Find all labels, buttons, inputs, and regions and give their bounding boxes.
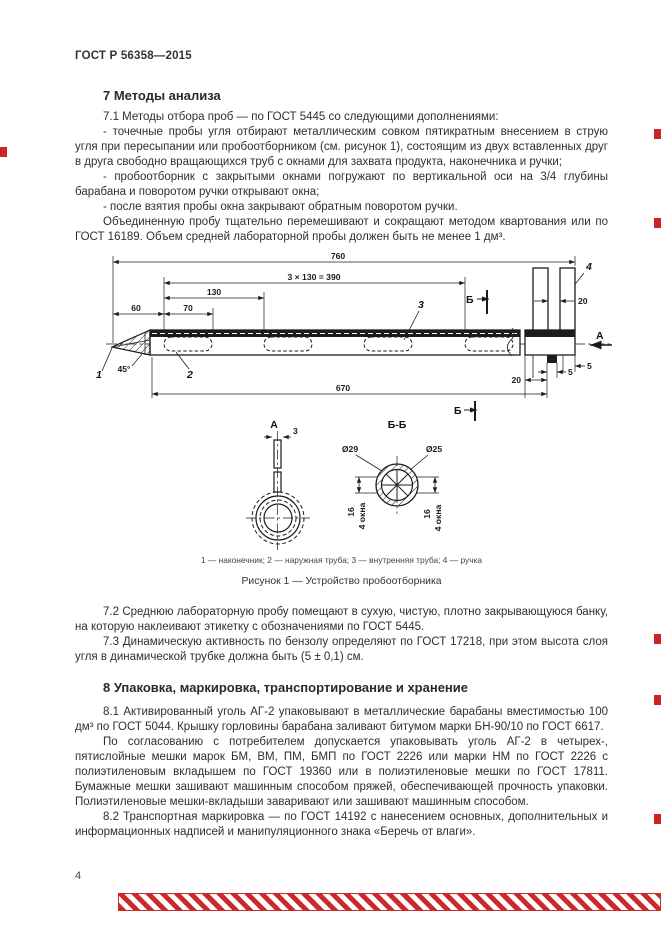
- watermark-edge-mark: [654, 634, 661, 644]
- dim-bottom-5b: 5: [587, 361, 592, 371]
- bullet-close-windows: - после взятия пробы окна закрывают обра…: [103, 201, 458, 213]
- view-a: А 3: [246, 419, 310, 550]
- svg-text:4 окна: 4 окна: [357, 502, 367, 529]
- section7-tail-block: 7.2 Среднюю лабораторную пробу помещают …: [75, 605, 608, 665]
- svg-text:Б: Б: [454, 405, 462, 417]
- section8-heading: 8 Упаковка, маркировка, транспортировани…: [103, 680, 469, 695]
- watermark-edge-mark: [654, 695, 661, 705]
- tube-break-line: [507, 327, 515, 357]
- sampler-side-view: 760 3 × 130 = 390 130 70 60 670 45°: [96, 251, 612, 421]
- part-label-2: 2: [186, 369, 193, 381]
- section-bb: Б-Б Ø29 Ø25 1: [342, 419, 443, 531]
- section8-block: 8.1 Активированный уголь АГ-2 упаковываю…: [75, 705, 608, 840]
- paragraph-8-1b: По согласованию с потребителем допускает…: [75, 736, 608, 808]
- bullet-point-sampling: - точечные пробы угля отбирают металличе…: [75, 126, 608, 168]
- section-b-mark-top: Б: [466, 290, 489, 314]
- dim-tip-offset: 60: [131, 303, 141, 313]
- svg-text:Б: Б: [466, 294, 474, 306]
- paragraph-7-1: 7.1 Методы отбора проб — по ГОСТ 5445 со…: [103, 111, 499, 123]
- section-b-mark-bottom: Б: [454, 401, 477, 421]
- dim-total-length: 760: [331, 251, 346, 261]
- paragraph-7-3: 7.3 Динамическую активность по бензолу о…: [75, 636, 608, 663]
- dim-window-length: 70: [183, 303, 193, 313]
- figure-legend: 1 — наконечник; 2 — наружная труба; 3 — …: [200, 555, 483, 565]
- part-label-1: 1: [96, 369, 102, 381]
- paragraph-7-2: 7.2 Среднюю лабораторную пробу помещают …: [75, 606, 608, 633]
- arrow-a-label: А: [596, 330, 604, 342]
- figure-caption: Рисунок 1 — Устройство пробоотборника: [241, 576, 442, 587]
- paragraph-8-2: 8.2 Транспортная маркировка — по ГОСТ 14…: [75, 811, 608, 838]
- sampler-technical-drawing: 760 3 × 130 = 390 130 70 60 670 45°: [96, 251, 612, 550]
- dim-windows-span: 3 × 130 = 390: [287, 272, 340, 282]
- dim-inner-dia: Ø25: [426, 444, 442, 454]
- watermark-edge-mark: [654, 814, 661, 824]
- section-dim-left: 16 4 окна: [346, 476, 378, 529]
- part-label-3: 3: [418, 299, 424, 311]
- paragraph-8-1a: 8.1 Активированный уголь АГ-2 упаковываю…: [75, 706, 608, 733]
- section7-intro-block: 7.1 Методы отбора проб — по ГОСТ 5445 со…: [75, 110, 608, 245]
- figure-1-drawing: 760 3 × 130 = 390 130 70 60 670 45°: [88, 250, 618, 550]
- dim-body-length: 670: [336, 383, 351, 393]
- svg-text:4 окна: 4 окна: [433, 504, 443, 531]
- dim-outer-dia: Ø29: [342, 444, 358, 454]
- watermark-edge-mark: [0, 147, 7, 157]
- dim-window-spacing: 130: [207, 287, 222, 297]
- inner-tube-top-band: [150, 330, 520, 337]
- watermark-edge-mark: [654, 129, 661, 139]
- paragraph-combined-sample: Объединенную пробу тщательно перемешиваю…: [75, 216, 608, 243]
- watermark-edge-mark: [654, 218, 661, 228]
- dim-bottom-20: 20: [511, 375, 521, 385]
- watermark-striped-bar: [118, 893, 661, 911]
- dim-bottom-5a: 5: [568, 367, 573, 377]
- bullet-sampler-immersion: - пробоотборник с закрытыми окнами погру…: [75, 171, 608, 198]
- document-header: ГОСТ Р 56358—2015: [75, 50, 192, 62]
- svg-text:16: 16: [346, 507, 356, 517]
- handle-assembly: [524, 267, 576, 398]
- section7-heading: 7 Методы анализа: [103, 88, 221, 103]
- section-dim-right: 16 4 окна: [416, 476, 443, 531]
- page-number: 4: [75, 870, 82, 882]
- view-a-label: А: [270, 419, 278, 431]
- svg-text:16: 16: [422, 509, 432, 519]
- section-bb-label: Б-Б: [388, 419, 407, 431]
- dim-handle-gap: 20: [578, 296, 588, 306]
- sampler-tip: [110, 329, 151, 356]
- dim-tip-angle: 45°: [118, 364, 132, 374]
- dim-handle-width: 3: [293, 426, 298, 436]
- part-label-4: 4: [585, 261, 592, 273]
